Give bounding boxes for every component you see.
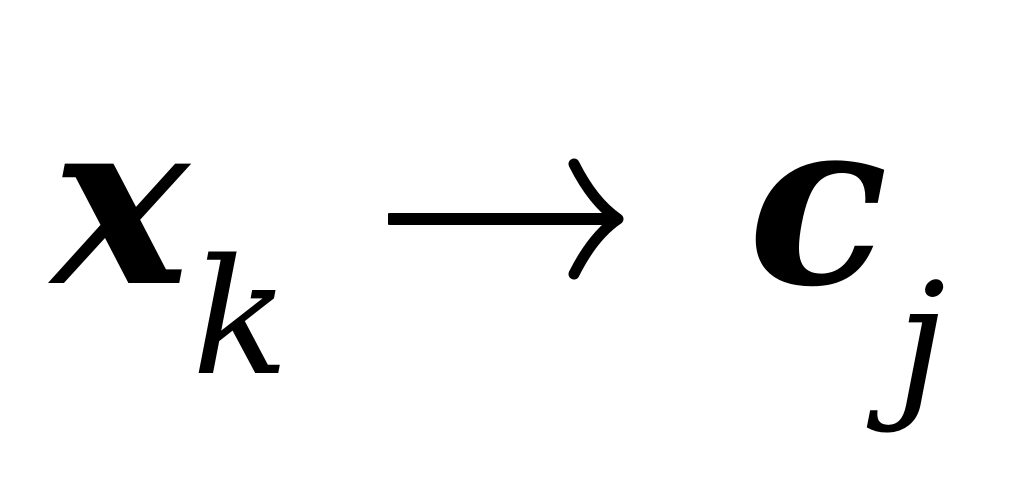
right-arrow-icon [388, 158, 624, 280]
subscript-j: j [896, 248, 946, 435]
variable-x: x [52, 68, 190, 338]
variable-c: c [748, 68, 889, 338]
subscript-k: k [192, 224, 289, 411]
